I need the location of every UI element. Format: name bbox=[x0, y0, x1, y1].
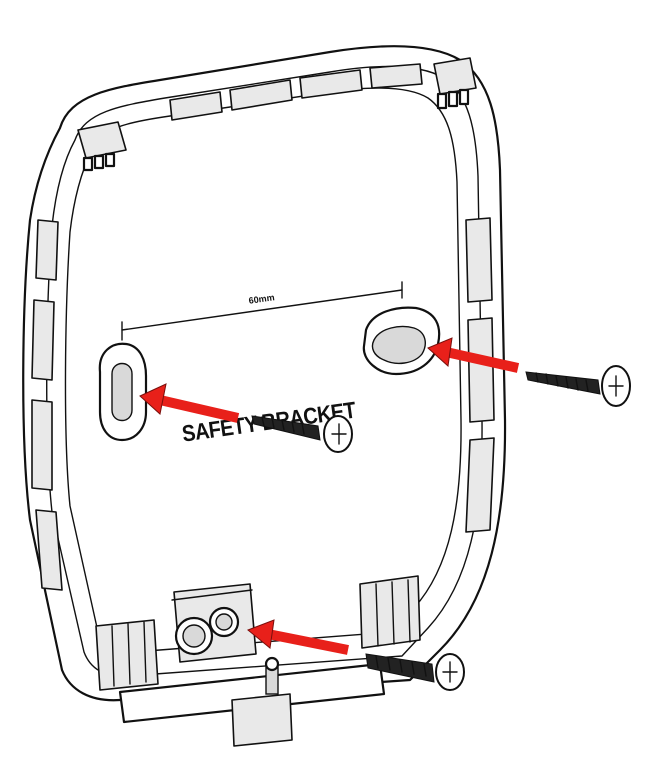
dimension-line: 60mm bbox=[121, 281, 403, 341]
bottom-right-clip bbox=[359, 575, 421, 649]
left-ribs bbox=[31, 219, 63, 591]
dimension-label: 60mm bbox=[248, 292, 275, 306]
screw-icon bbox=[365, 653, 465, 691]
screw-icon bbox=[251, 415, 353, 453]
top-right-clip bbox=[433, 57, 477, 110]
bottom-screw-recess bbox=[171, 583, 257, 663]
arrow-icon bbox=[139, 383, 240, 423]
top-left-clip bbox=[77, 121, 127, 172]
top-ribs bbox=[169, 63, 423, 121]
bottom-base bbox=[118, 656, 386, 747]
bracket-frame bbox=[22, 45, 507, 702]
right-mounting-slot bbox=[362, 306, 441, 376]
right-ribs bbox=[465, 217, 495, 533]
arrow-icon bbox=[427, 337, 520, 373]
left-mounting-slot bbox=[98, 342, 148, 442]
screw-icon bbox=[525, 365, 631, 407]
arrow-icon bbox=[247, 619, 349, 655]
bottom-left-clip bbox=[95, 619, 159, 691]
